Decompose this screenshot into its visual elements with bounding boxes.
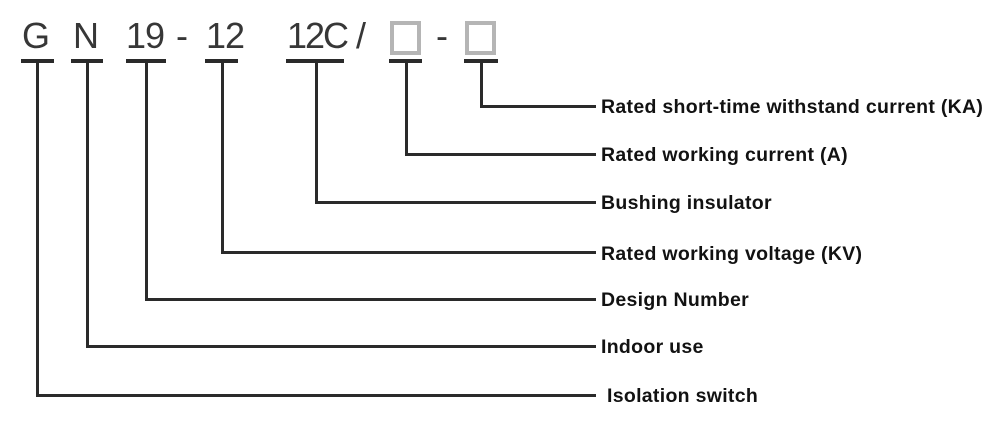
code-segment-voltage: 12 <box>206 15 245 56</box>
callout-label: Rated working current (A) <box>601 144 848 166</box>
code-segment-bushing: 12C <box>287 15 349 56</box>
segment-underline <box>126 59 166 63</box>
code-separator-dash: - <box>176 15 188 56</box>
connector-line <box>221 251 596 254</box>
connector-stem <box>315 63 318 204</box>
code-segment-series: G <box>22 15 51 56</box>
connector-stem <box>145 63 148 301</box>
connector-line <box>315 201 596 204</box>
connector-stem <box>221 63 224 254</box>
callout-label: Indoor use <box>601 336 704 358</box>
segment-underline <box>286 59 344 63</box>
connector-line <box>405 153 596 156</box>
segment-underline <box>21 59 54 63</box>
connector-stem <box>405 63 408 156</box>
connector-line <box>86 345 596 348</box>
connector-stem <box>86 63 89 348</box>
placeholder-box-icon <box>465 21 496 55</box>
code-segment-design-number: 19 <box>126 15 165 56</box>
code-separator-dash-2: - <box>436 15 448 56</box>
connector-stem <box>480 63 483 108</box>
callout-label: Rated working voltage (KV) <box>601 243 863 265</box>
segment-underline <box>389 59 422 63</box>
placeholder-box-icon <box>390 21 421 55</box>
connector-line <box>36 394 596 397</box>
connector-line <box>480 105 596 108</box>
callout-label: Isolation switch <box>607 385 759 407</box>
callout-label: Rated short-time withstand current (KA) <box>601 96 984 118</box>
callout-label: Design Number <box>601 289 750 311</box>
segment-underline <box>71 59 103 63</box>
connector-line <box>145 298 596 301</box>
connector-stem <box>36 63 39 397</box>
segment-underline <box>205 59 238 63</box>
segment-underline <box>464 59 498 63</box>
code-segment-indoor: N <box>73 15 99 56</box>
code-separator-slash: / <box>356 15 367 56</box>
callout-label: Bushing insulator <box>601 192 772 214</box>
